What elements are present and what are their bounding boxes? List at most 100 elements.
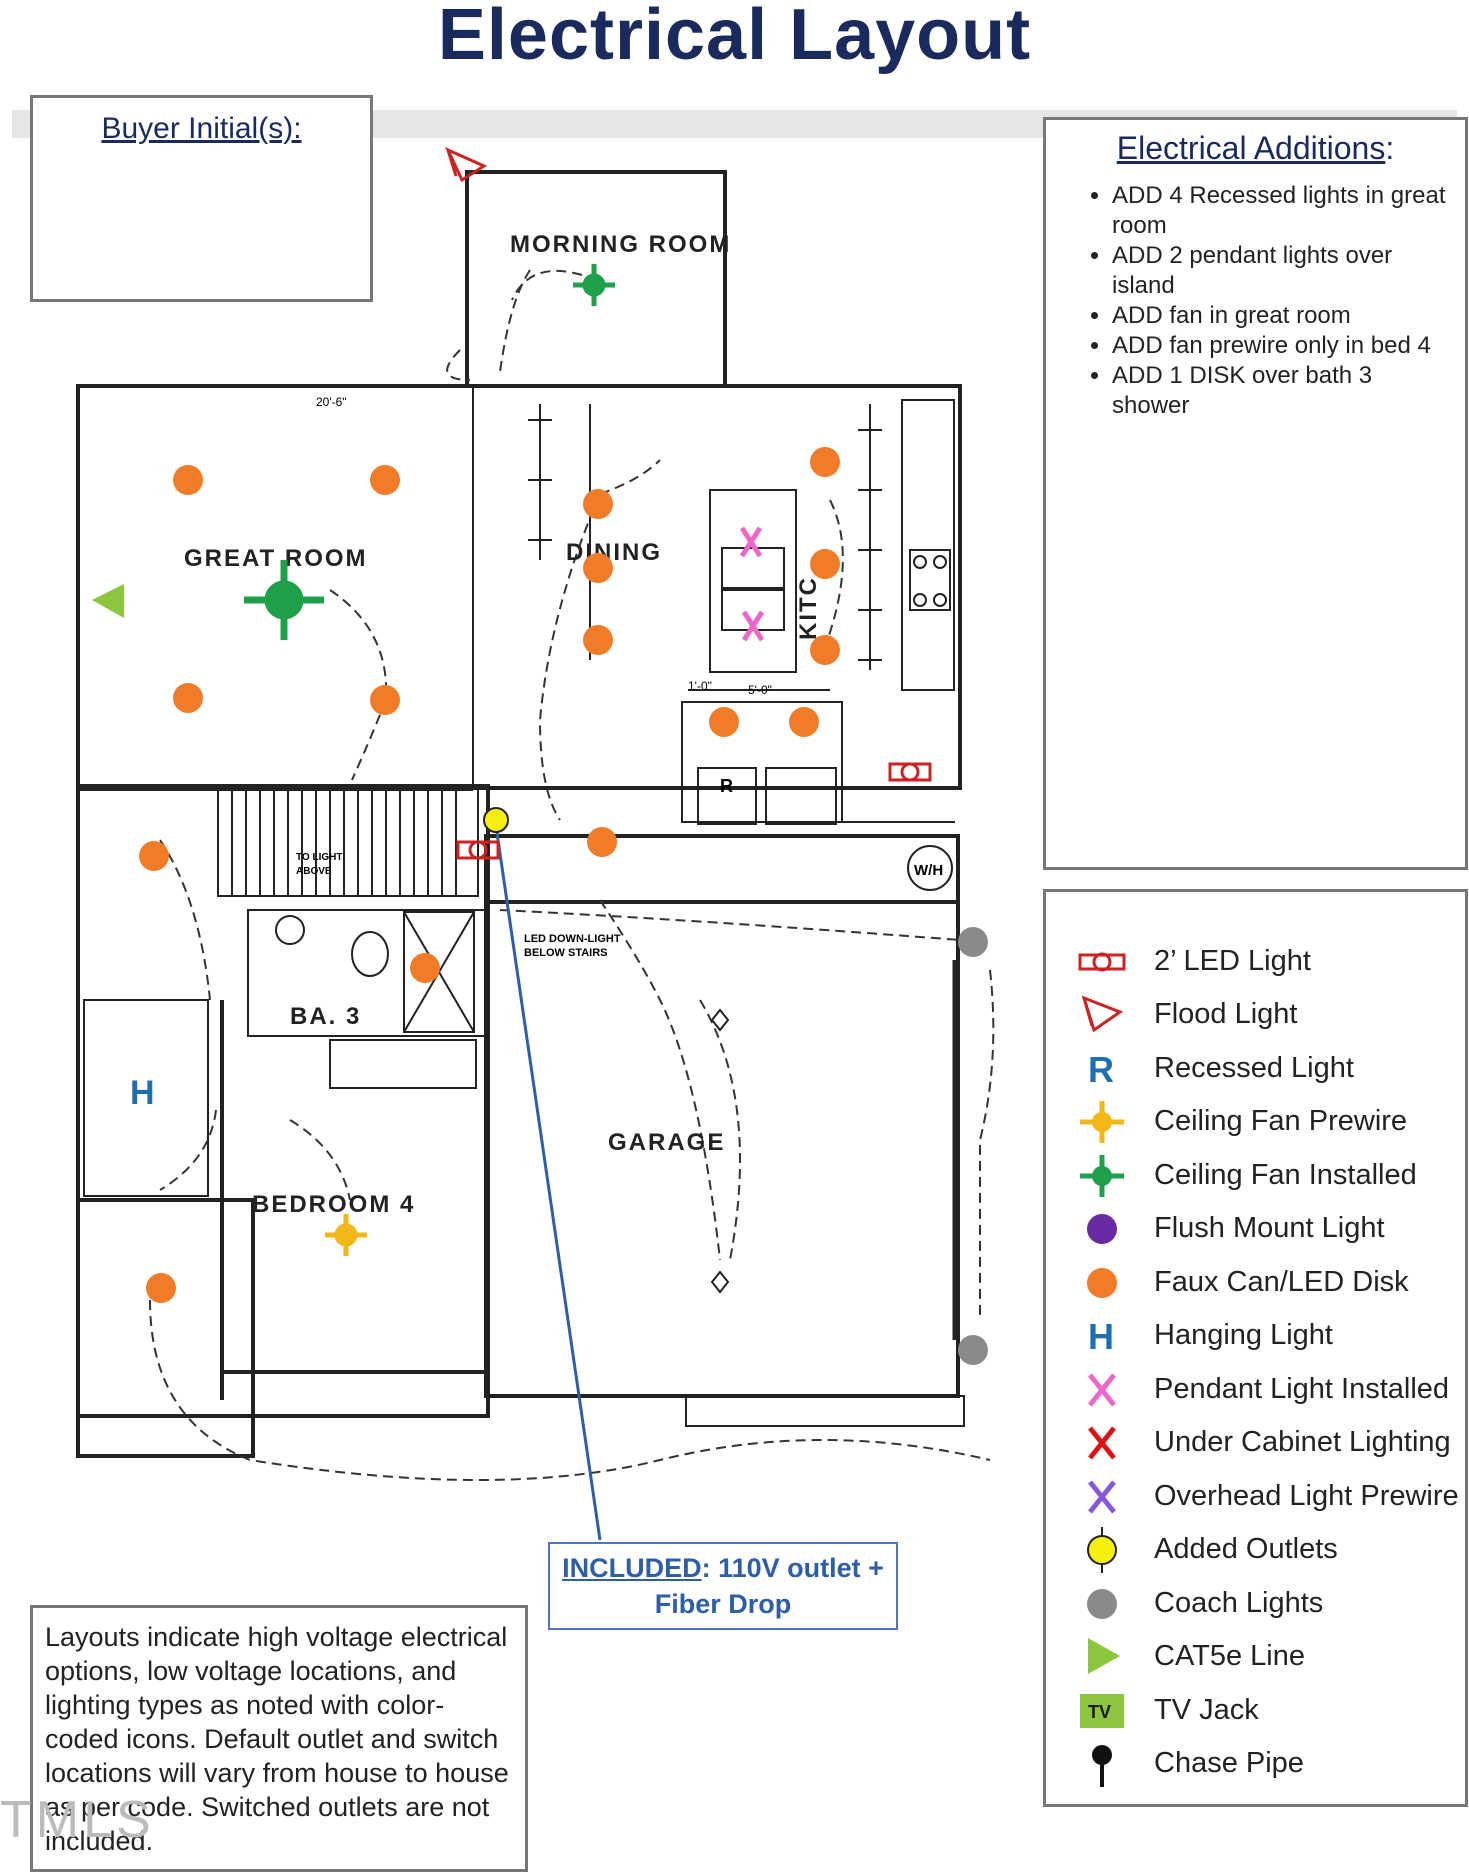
legend-row: Ceiling Fan Prewire [1046, 1097, 1466, 1147]
svg-text:H: H [1088, 1316, 1114, 1357]
legend-box: 2’ LED Light Flood Light R Recessed Ligh… [1043, 889, 1468, 1807]
additions-list: ADD 4 Recessed lights in great room ADD … [1046, 181, 1465, 421]
legend-label: Overhead Light Prewire [1154, 1480, 1459, 1512]
legend-row: TV TV Jack [1046, 1686, 1466, 1736]
faux-can-icon [1087, 1268, 1117, 1298]
label-wh: W/H [914, 862, 943, 879]
flush-mount-icon [1087, 1214, 1117, 1244]
ceiling-fan-prewire-icon [1080, 1101, 1124, 1143]
faux-can-icon [789, 707, 819, 737]
page-title: Electrical Layout [437, 0, 1032, 75]
addition-item: ADD 4 Recessed lights in great room [1112, 181, 1455, 241]
faux-can-icon [810, 635, 840, 665]
additions-heading: Electrical Additions: [1116, 130, 1395, 166]
label-bath3: BA. 3 [290, 1003, 361, 1030]
ceiling-fan-installed-icon [1080, 1155, 1124, 1197]
faux-can-icon [583, 489, 613, 519]
included-text: : 110V outlet + [701, 1553, 884, 1583]
electrical-additions-box: Electrical Additions: ADD 4 Recessed lig… [1043, 117, 1468, 870]
legend-label: Ceiling Fan Prewire [1154, 1105, 1408, 1137]
faux-can-lights [139, 447, 840, 1303]
chase-pipe-icon [1092, 1745, 1112, 1787]
legend-row: Coach Lights [1046, 1579, 1466, 1629]
faux-can-icon [583, 625, 613, 655]
dim-great: 20'-6" [316, 395, 347, 409]
flood-light-icon [1081, 995, 1124, 1033]
fridge-label: R [720, 776, 733, 796]
led-note-2: BELOW STAIRS [524, 947, 608, 959]
added-outlet-icon [1087, 1527, 1117, 1573]
faux-can-icon [370, 685, 400, 715]
addition-item: ADD fan in great room [1112, 301, 1455, 331]
watermark: TMLS [0, 1791, 155, 1849]
legend-label: Flood Light [1154, 998, 1298, 1030]
faux-can-icon [410, 953, 440, 983]
main-walls [76, 384, 962, 790]
ceiling-fan-prewire [325, 1214, 367, 1256]
legend-row: Under Cabinet Lighting [1046, 1418, 1466, 1468]
coach-light-icon [958, 1335, 988, 1365]
faux-can-icon [587, 827, 617, 857]
legend-row: Added Outlets [1046, 1525, 1466, 1575]
faux-can-icon [146, 1273, 176, 1303]
label-bedroom4: BEDROOM 4 [252, 1191, 415, 1218]
coach-light-icon [1087, 1589, 1117, 1619]
fiber-drop-line [494, 825, 602, 1541]
legend-row: Overhead Light Prewire [1046, 1472, 1466, 1522]
legend-label: CAT5e Line [1154, 1640, 1305, 1672]
legend-label: Faux Can/LED Disk [1154, 1266, 1409, 1298]
added-outlet-icon [483, 807, 509, 833]
legend-label: Ceiling Fan Installed [1154, 1159, 1417, 1191]
disclaimer-note: Layouts indicate high voltage electrical… [30, 1605, 528, 1872]
dim-island-2: 1'-0" [688, 679, 712, 693]
led-2ft-icon [888, 762, 932, 782]
legend-row: R Recessed Light [1046, 1044, 1466, 1094]
led-note-1: LED DOWN-LIGHT [524, 933, 621, 945]
legend-label: Chase Pipe [1154, 1747, 1304, 1779]
legend-label: Flush Mount Light [1154, 1212, 1385, 1244]
legend-row: H Hanging Light [1046, 1311, 1466, 1361]
under-cabinet-icon [1088, 1426, 1116, 1460]
faux-can-icon [173, 683, 203, 713]
legend-row: Flood Light [1046, 990, 1466, 1040]
ceiling-fan-installed [244, 264, 615, 640]
legend-label: Under Cabinet Lighting [1154, 1426, 1451, 1458]
legend-row: Flush Mount Light [1046, 1204, 1466, 1254]
buyer-initials-box: Buyer Initial(s): [30, 95, 373, 302]
included-callout: INCLUDED: 110V outlet + Fiber Drop [548, 1542, 898, 1630]
faux-can-icon [709, 707, 739, 737]
dim-island-1: 5'-0" [748, 683, 772, 697]
label-kitchen: KITC [795, 576, 822, 640]
led-2ft-icon [1078, 952, 1126, 972]
label-great-room: GREAT ROOM [184, 545, 368, 572]
legend-row: Pendant Light Installed [1046, 1365, 1466, 1415]
cat5e-icon [1088, 1638, 1120, 1674]
faux-can-icon [370, 465, 400, 495]
addition-item: ADD 2 pendant lights over island [1112, 241, 1455, 301]
included-label: INCLUDED [562, 1553, 702, 1583]
addition-item: ADD 1 DISK over bath 3 shower [1112, 361, 1455, 421]
overhead-prewire-icon [1088, 1480, 1116, 1514]
legend-row: Chase Pipe [1046, 1739, 1466, 1789]
included-line2: Fiber Drop [654, 1589, 792, 1619]
flood-light-icon [444, 147, 488, 183]
faux-can-icon [139, 841, 169, 871]
recessed-light-icon: R [1088, 1049, 1114, 1090]
pendant-installed-icon [1088, 1373, 1116, 1407]
faux-can-icon [810, 447, 840, 477]
addition-item: ADD fan prewire only in bed 4 [1112, 331, 1455, 361]
legend-row: Ceiling Fan Installed [1046, 1151, 1466, 1201]
legend-row: Faux Can/LED Disk [1046, 1258, 1466, 1308]
tv-jack-icon: TV [1080, 1694, 1124, 1728]
legend-row: CAT5e Line [1046, 1632, 1466, 1682]
legend-label: Coach Lights [1154, 1587, 1324, 1619]
cat5e-icon [92, 584, 124, 618]
hanging-light-icon: H [130, 1074, 155, 1112]
legend-label: Added Outlets [1154, 1533, 1338, 1565]
legend-label: Pendant Light Installed [1154, 1373, 1450, 1405]
label-dining: DINING [566, 539, 662, 566]
legend-label: Hanging Light [1154, 1319, 1333, 1351]
pendant-lights [739, 526, 765, 642]
svg-text:TV: TV [1088, 1702, 1111, 1722]
